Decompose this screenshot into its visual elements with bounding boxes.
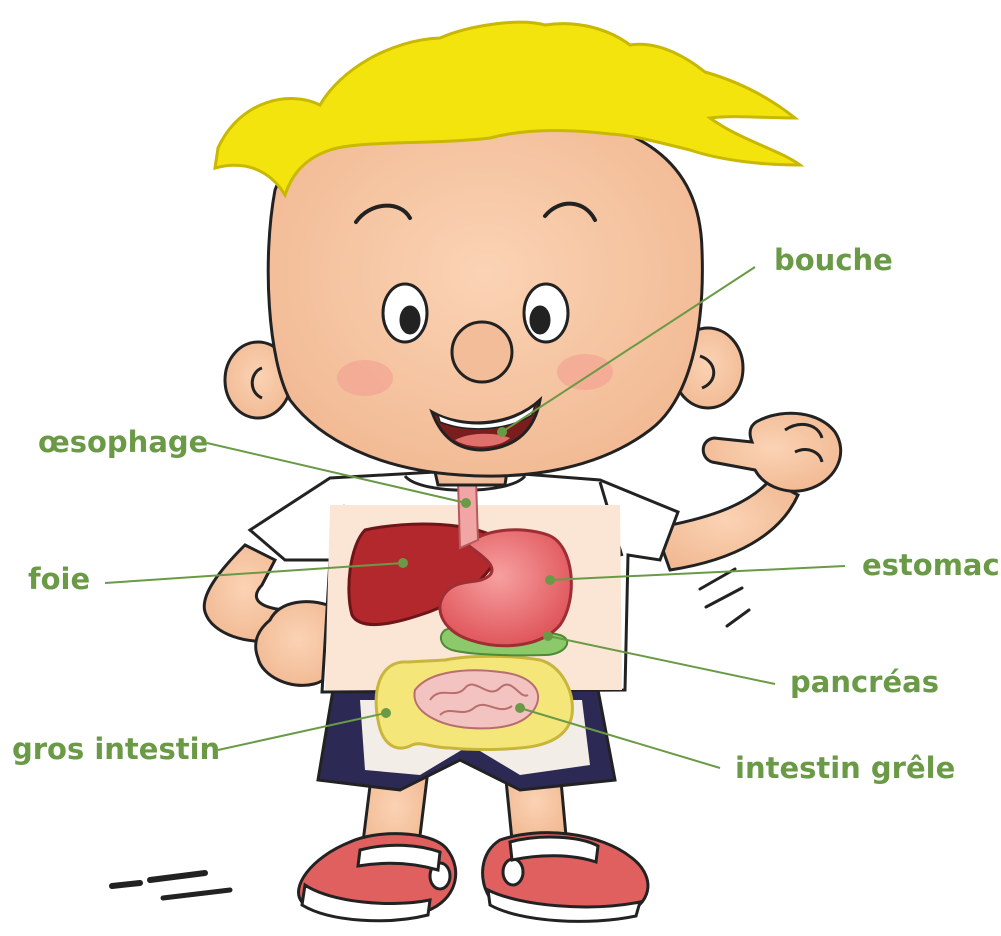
- label-oesophage: œsophage: [38, 428, 208, 457]
- label-estomac: estomac: [862, 551, 1000, 580]
- label-gros-intestin: gros intestin: [12, 735, 220, 764]
- shoes: [299, 833, 648, 922]
- label-foie: foie: [28, 565, 90, 594]
- head: [268, 108, 702, 476]
- raised-arm: [655, 413, 841, 570]
- label-pancreas: pancréas: [790, 668, 939, 697]
- label-bouche: bouche: [774, 246, 893, 275]
- label-intestin-grele: intestin grêle: [735, 754, 955, 783]
- hip-arm: [204, 545, 341, 685]
- oesophagus: [458, 480, 478, 548]
- nose: [452, 322, 512, 382]
